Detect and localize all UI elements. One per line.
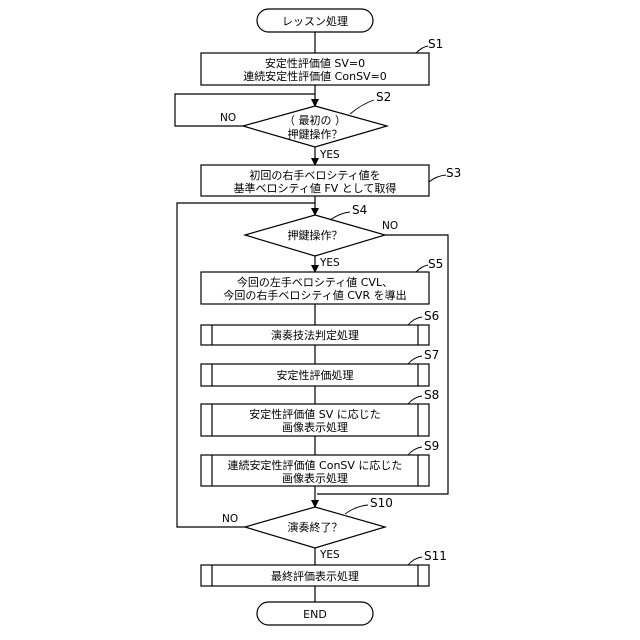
label-s4-no: NO [382,220,398,232]
node-s8: 安定性評価値 SV に応じた 画像表示処理 [201,404,429,436]
tag-s6: S6 [424,309,439,323]
node-s11: 最終評価表示処理 [201,565,429,586]
node-s11-label: 最終評価表示処理 [271,569,359,583]
tag-s10-leader [345,505,368,514]
node-s3: 初回の右手ベロシティ値を 基準ベロシティ値 FV として取得 [201,165,429,196]
node-s7-label: 安定性評価処理 [277,368,354,382]
node-s3-line2: 基準ベロシティ値 FV として取得 [234,181,397,195]
node-s10: 演奏終了？ [245,507,385,548]
node-s8-line1: 安定性評価値 SV に応じた [249,407,381,421]
tag-s3-leader [429,175,446,182]
tag-s9-leader [408,447,422,455]
tag-s6-leader [408,317,422,325]
node-s3-line1: 初回の右手ベロシティ値を [249,168,380,182]
tag-s4: S4 [352,203,367,217]
label-s10-no: NO [222,513,238,525]
node-s1-line2: 連続安定性評価値 ConSV=0 [243,69,387,83]
tag-s2: S2 [376,90,391,104]
tag-s11-leader [408,557,422,565]
node-end: END [257,602,373,625]
node-s4-label: 押鍵操作？ [288,228,343,242]
node-s6-label: 演奏技法判定処理 [271,328,359,342]
node-s9-line1: 連続安定性評価値 ConSV に応じた [228,458,403,472]
node-s4: 押鍵操作？ [245,215,385,256]
node-s6: 演奏技法判定処理 [201,325,429,345]
node-s2: （ 最初の ） 押鍵操作？ [243,106,387,147]
tag-s3: S3 [446,166,461,180]
tag-s5-leader [416,265,428,272]
tag-s8-leader [408,396,422,404]
tag-s2-leader [350,100,374,114]
node-start-label: レッスン処理 [282,15,348,28]
label-s2-yes: YES [319,149,340,161]
tag-s10: S10 [370,496,393,510]
node-s8-line2: 画像表示処理 [282,420,348,434]
node-s5: 今回の左手ベロシティ値 CVL、 今回の右手ベロシティ値 CVR を導出 [201,272,429,304]
node-s5-line2: 今回の右手ベロシティ値 CVR を導出 [223,288,406,302]
node-s2-line2: 押鍵操作？ [288,127,343,141]
tag-s11: S11 [424,549,447,563]
tag-s9: S9 [424,439,439,453]
tag-s5: S5 [428,257,443,271]
node-s9-line2: 画像表示処理 [282,471,348,485]
node-s9: 連続安定性評価値 ConSV に応じた 画像表示処理 [201,455,429,486]
node-start: レッスン処理 [257,9,373,32]
label-s10-yes: YES [319,549,340,561]
tag-s1: S1 [428,37,443,51]
label-s4-yes: YES [319,257,340,269]
node-s5-line1: 今回の左手ベロシティ値 CVL、 [237,275,393,289]
node-s10-label: 演奏終了？ [288,520,343,534]
tag-s8: S8 [424,388,439,402]
tag-s1-leader [416,46,428,53]
tag-s7-leader [408,356,422,364]
node-end-label: END [303,608,327,621]
label-s2-no: NO [220,112,236,124]
node-s2-line1: （ 最初の ） [284,113,346,127]
tag-s7: S7 [424,348,439,362]
node-s1: 安定性評価値 SV=0 連続安定性評価値 ConSV=0 [201,53,429,85]
node-s7: 安定性評価処理 [201,364,429,386]
node-s1-line1: 安定性評価値 SV=0 [265,56,365,70]
tag-s4-leader [330,212,350,220]
